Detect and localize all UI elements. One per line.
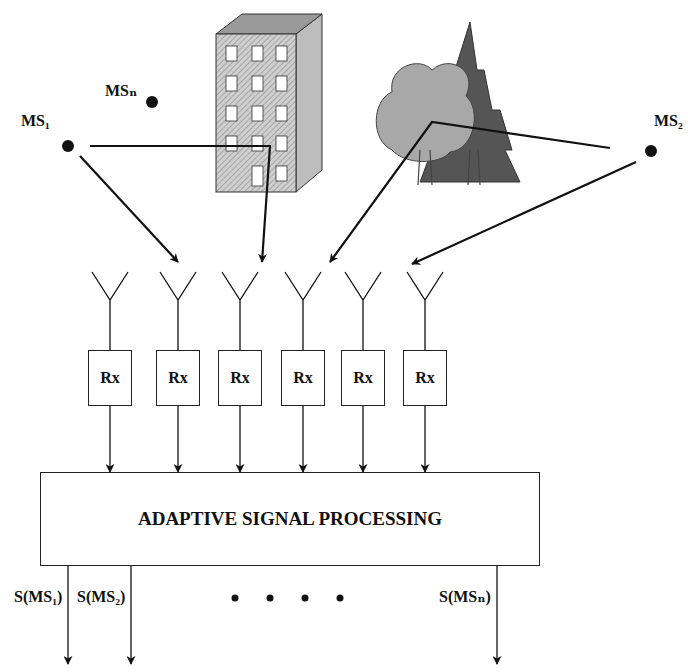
receiver-box: Rx: [341, 350, 385, 406]
box-text: Rx: [168, 369, 188, 387]
ellipsis-dots: [232, 595, 344, 602]
signal-connector: [424, 406, 425, 472]
output-label: S(MSₙ): [438, 588, 492, 606]
station-dot: [62, 140, 74, 152]
signal-connector: [362, 406, 363, 472]
receiver-box: Rx: [88, 350, 132, 406]
output-label: S(MS₂): [76, 588, 126, 606]
station-dot: [146, 96, 158, 108]
receiver-box: Rx: [156, 350, 200, 406]
trees: [376, 22, 520, 185]
signal-connector: [239, 406, 240, 472]
antennas: [92, 272, 443, 350]
station-label: MS₂: [653, 112, 684, 130]
box-text: ADAPTIVE SIGNAL PROCESSING: [138, 508, 442, 530]
station-label: MSₙ: [104, 82, 138, 100]
signal-connector: [302, 406, 303, 472]
output-label: S(MS₁): [13, 588, 63, 606]
box-text: Rx: [353, 369, 373, 387]
box-text: Rx: [100, 369, 120, 387]
signal-paths: [80, 122, 636, 264]
box-text: Rx: [230, 369, 250, 387]
station-dot: [645, 145, 657, 157]
station-label: MS₁: [20, 112, 51, 130]
output-arrows: [68, 566, 497, 664]
signal-connector: [177, 406, 178, 472]
signal-connector: [109, 406, 110, 472]
receiver-box: Rx: [403, 350, 447, 406]
processing-box: ADAPTIVE SIGNAL PROCESSING: [40, 472, 540, 566]
box-text: Rx: [415, 369, 435, 387]
receiver-box: Rx: [281, 350, 325, 406]
receiver-box: Rx: [218, 350, 262, 406]
box-text: Rx: [293, 369, 313, 387]
